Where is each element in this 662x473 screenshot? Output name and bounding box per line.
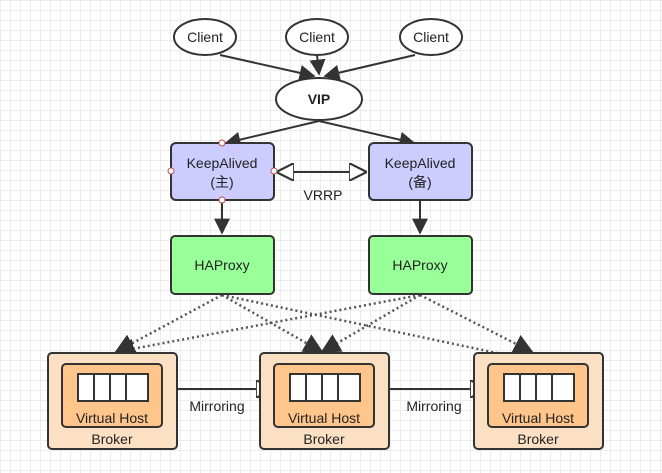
edge-client-3-vip	[323, 54, 416, 81]
edge-haproxy-2-broker-1	[114, 293, 421, 359]
keepalived-backup-role: (备)	[408, 174, 431, 190]
haproxy-node[interactable]: HAProxy	[368, 235, 473, 295]
keepalived-to-haproxy-edges	[214, 200, 428, 235]
keepalived-master-role: (主)	[210, 174, 233, 190]
client-to-vip-edges	[219, 54, 416, 81]
selection-handles	[167, 139, 278, 204]
mirroring-label: Mirroring	[406, 398, 461, 414]
edge-haproxy-1-broker-1	[114, 293, 223, 354]
queue-icon	[77, 373, 149, 402]
handle-dot	[270, 167, 278, 175]
keepalived-master-name: KeepAlived	[187, 155, 258, 171]
broker-node[interactable]: Virtual Host Broker	[259, 352, 390, 450]
edge-vip-keepalived-master	[224, 120, 320, 148]
vip-to-keepalived-edges	[224, 120, 416, 148]
vip-node[interactable]: VIP	[275, 77, 363, 121]
queue-icon	[503, 373, 575, 402]
client-label: Client	[187, 29, 223, 45]
virtual-host-label: Virtual Host	[288, 410, 360, 426]
broker-label: Broker	[303, 431, 345, 447]
handle-dot	[167, 167, 175, 175]
broker-node[interactable]: Virtual Host Broker	[47, 352, 178, 450]
haproxy-label: HAProxy	[194, 257, 249, 273]
edge-haproxy-1-broker-2	[221, 293, 324, 354]
queue-icon	[289, 373, 361, 402]
client-label: Client	[299, 29, 335, 45]
edge-haproxy-2-broker-2	[320, 293, 421, 354]
edge-client-2-vip	[309, 54, 326, 76]
mirroring-label: Mirroring	[189, 398, 244, 414]
broker-label: Broker	[91, 431, 133, 447]
keepalived-backup-name: KeepAlived	[385, 155, 456, 171]
virtual-host-label: Virtual Host	[502, 410, 574, 426]
client-label: Client	[413, 29, 449, 45]
haproxy-label: HAProxy	[392, 257, 447, 273]
broker-node[interactable]: Virtual Host Broker	[473, 352, 604, 450]
vrrp-label: VRRP	[304, 187, 343, 203]
client-node[interactable]: Client	[285, 18, 349, 56]
haproxy-to-broker-edges	[114, 293, 534, 367]
haproxy-node[interactable]: HAProxy	[170, 235, 275, 295]
edge-haproxy-2-broker-3	[419, 293, 534, 354]
handle-dot	[218, 196, 226, 204]
broker-label: Broker	[517, 431, 559, 447]
client-node[interactable]: Client	[399, 18, 463, 56]
vip-label: VIP	[308, 91, 331, 107]
keepalived-master-node[interactable]: KeepAlived (主)	[170, 142, 275, 201]
keepalived-backup-node[interactable]: KeepAlived (备)	[368, 142, 473, 201]
edge-vip-keepalived-backup	[318, 120, 416, 148]
virtual-host-label: Virtual Host	[76, 410, 148, 426]
handle-dot	[218, 139, 226, 147]
edge-client-1-vip	[219, 54, 316, 81]
client-node[interactable]: Client	[173, 18, 237, 56]
